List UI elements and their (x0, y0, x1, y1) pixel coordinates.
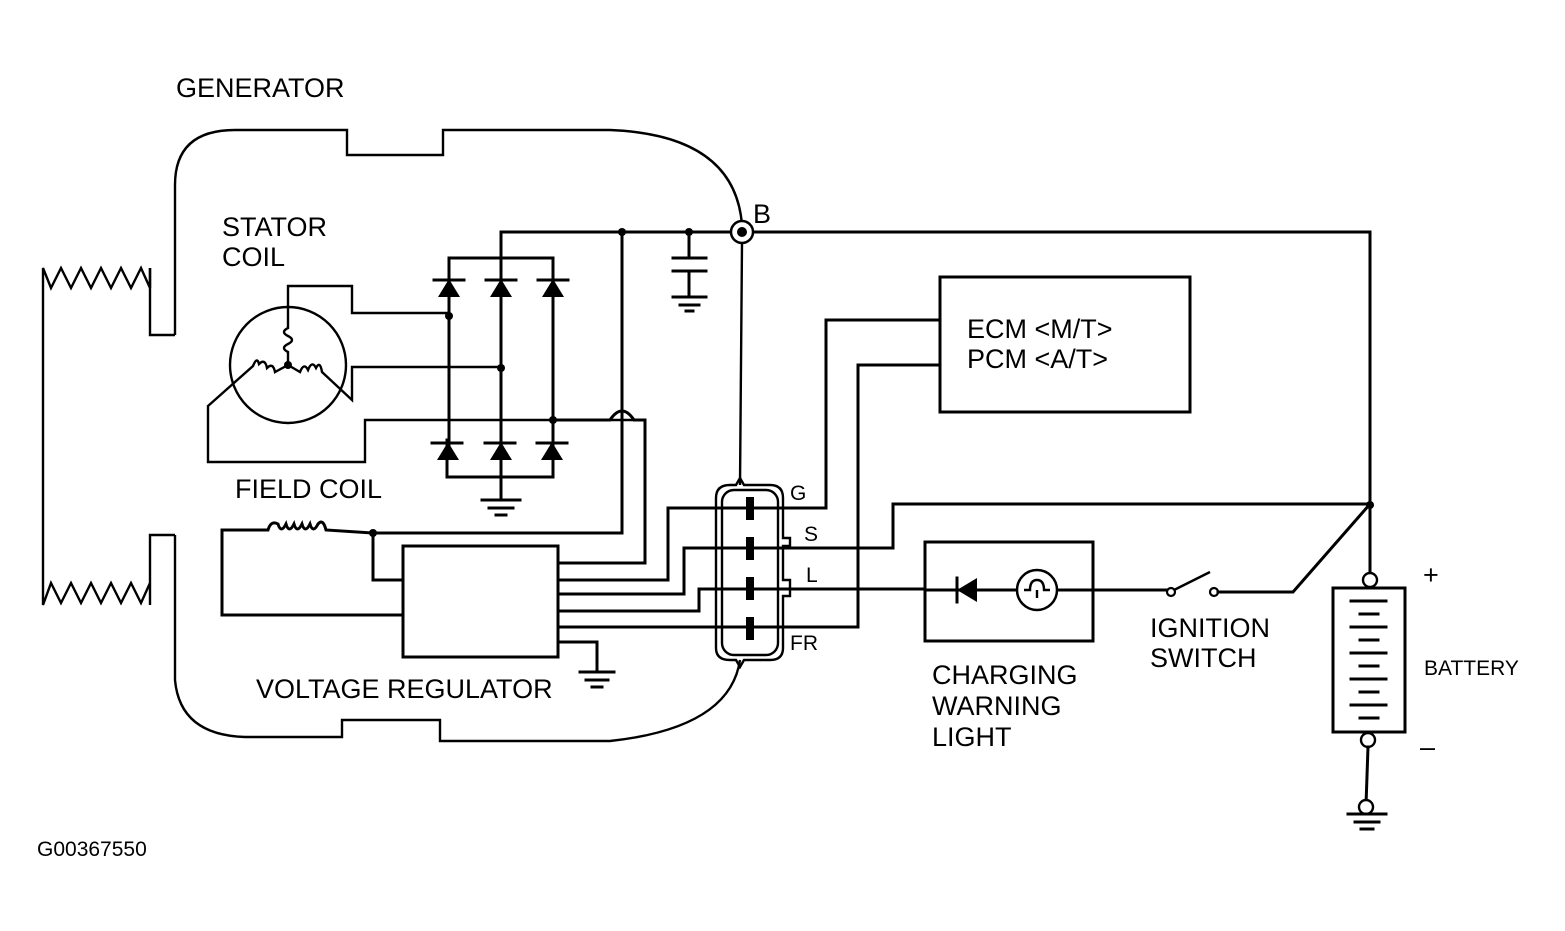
pcm-label: PCM <A/T> (967, 344, 1108, 374)
diode-lower-3 (535, 441, 569, 460)
stator-coil (206, 284, 645, 464)
terminal-b-label: B (753, 199, 771, 229)
battery-label: BATTERY (1424, 657, 1519, 680)
rectifier-bridge (430, 230, 744, 517)
terminal-b: B (729, 199, 771, 486)
diode-upper-2 (484, 278, 518, 297)
battery (1331, 501, 1407, 831)
stator-coil-label-line2: COIL (222, 242, 285, 272)
capacitor (671, 230, 708, 313)
connector: G S L FR (714, 475, 818, 670)
ignition-switch-label-2: SWITCH (1150, 643, 1256, 673)
ecm-pcm-module: ECM <M/T> PCM <A/T> (938, 275, 1192, 414)
pin-label-l: L (806, 564, 818, 587)
voltage-regulator-label: VOLTAGE REGULATOR (256, 674, 553, 704)
ignition-switch (1165, 501, 1373, 598)
diode-lower-2 (483, 441, 517, 460)
rotor-pole-upper (41, 265, 152, 402)
charging-warning-light-label-2: WARNING (932, 691, 1062, 721)
charging-warning-light-label-1: CHARGING (932, 660, 1078, 690)
diode-upper-3 (536, 278, 570, 297)
pin-label-g: G (790, 482, 806, 505)
figure-id: G00367550 (37, 838, 147, 861)
field-coil (220, 519, 405, 617)
diode-lower-1 (430, 441, 464, 460)
charging-warning-light (923, 540, 1172, 643)
battery-minus-label: – (1420, 732, 1435, 762)
voltage-regulator (401, 506, 752, 689)
diode-upper-1 (432, 278, 466, 297)
stator-coil-label-line1: STATOR (222, 212, 327, 242)
external-wiring (748, 318, 1372, 629)
ecm-label: ECM <M/T> (967, 314, 1113, 344)
pin-label-s: S (804, 523, 818, 546)
generator-title: GENERATOR (176, 73, 345, 103)
battery-plus-label: + (1423, 560, 1439, 590)
field-coil-label: FIELD COIL (235, 474, 382, 504)
pin-label-fr: FR (790, 632, 818, 655)
charging-warning-light-label-3: LIGHT (932, 722, 1012, 752)
b-plus-bus (371, 228, 1372, 565)
generator-housing (148, 128, 744, 743)
rotor-pole-lower (41, 402, 152, 606)
ignition-switch-label-1: IGNITION (1150, 613, 1270, 643)
